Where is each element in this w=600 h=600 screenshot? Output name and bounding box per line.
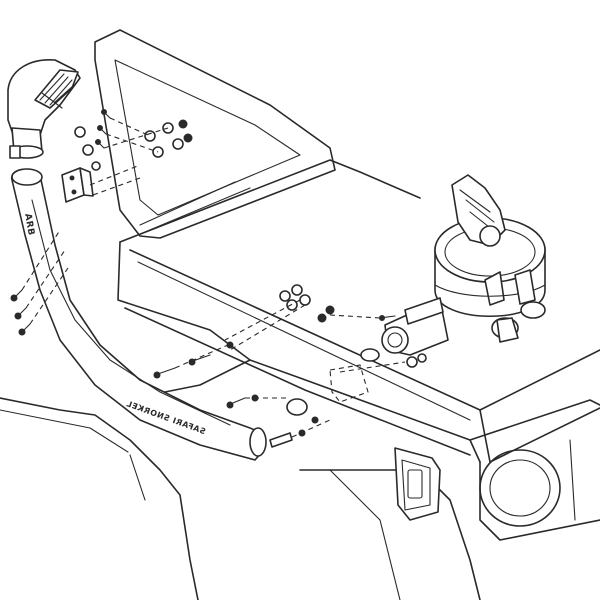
guard-studs [153,341,290,409]
cleaner-nuts [339,353,427,373]
outlet-ring [520,301,546,319]
fender-cutout-template [329,364,369,403]
wheel-arch [0,397,199,600]
wiper-arm [139,181,236,226]
air-ram-head [7,59,81,159]
mounting-bracket [61,167,94,203]
side-indicator [394,447,441,521]
air-cleaner-assembly [360,174,546,362]
snorkel-outlet [249,427,267,457]
seal-ring [360,348,380,362]
headlight-housing [469,399,600,441]
bonnet-nut-cluster [224,284,381,351]
vehicle-body [0,29,600,600]
fasteners [10,109,427,448]
windscreen-inner [114,59,301,216]
lower-fender-screws [10,229,69,336]
snorkel-logo-text: ARB [22,213,36,237]
snorkel-body: ARB SAFARI SNORKEL [10,168,267,461]
windscreen-frame [94,29,336,239]
front-lower-body [299,469,481,600]
pillar-bolts [74,109,193,171]
air-ram-mesh-face [34,69,79,109]
fender-hole [286,398,308,416]
bonnet-rear-edge [119,159,421,243]
headlight [479,449,561,527]
